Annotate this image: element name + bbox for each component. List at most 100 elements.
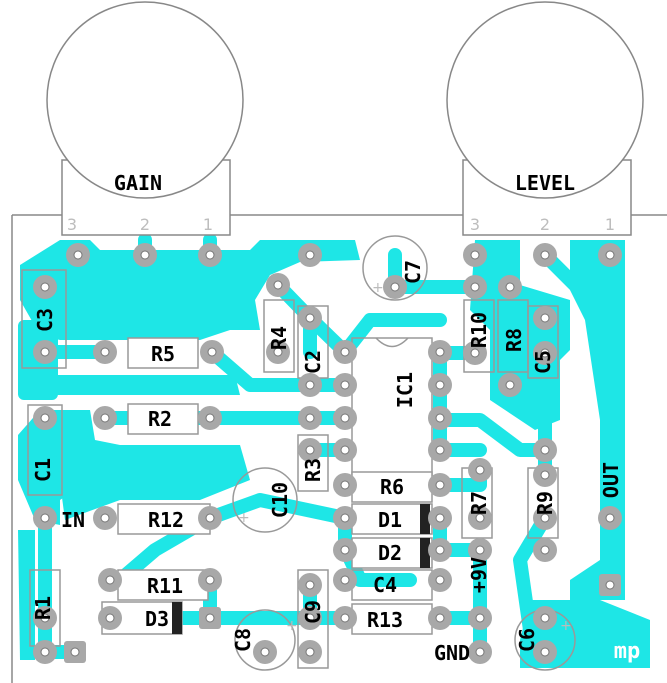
drill-hole	[205, 613, 215, 623]
component-outlines	[21, 235, 576, 671]
label-r3: R3	[301, 458, 325, 482]
drill-hole	[435, 413, 445, 423]
label-d2: D2	[378, 541, 402, 565]
drill-hole	[140, 250, 150, 260]
label-ic1: IC1	[393, 372, 417, 408]
label-c4: C4	[373, 573, 397, 597]
drill-hole	[305, 380, 315, 390]
drill-hole	[40, 347, 50, 357]
label-d1: D1	[378, 508, 402, 532]
label-c9: C9	[301, 600, 325, 624]
drill-hole	[540, 545, 550, 555]
pot-gain-pin2: 2	[140, 215, 150, 234]
drill-hole	[40, 413, 50, 423]
drill-hole	[605, 250, 615, 260]
drill-hole	[273, 280, 283, 290]
svg-text:+: +	[372, 280, 384, 296]
drill-hole	[540, 470, 550, 480]
pot-gain-label: GAIN	[114, 171, 162, 195]
component-labels: C3 R5 R4 C2 C7 R10 R8 C5 IC1 R2 C1 R3 C1…	[31, 260, 557, 652]
drill-hole	[505, 380, 515, 390]
drill-hole	[435, 347, 445, 357]
drill-hole	[605, 580, 615, 590]
ic-notch	[375, 337, 409, 348]
drill-hole	[305, 413, 315, 423]
label-r9: R9	[533, 491, 557, 515]
drill-hole	[540, 348, 550, 358]
label-r8: R8	[502, 328, 526, 352]
polarity-marks: + + + +	[238, 280, 572, 634]
label-c3: C3	[33, 308, 57, 332]
drill-hole	[207, 347, 217, 357]
label-c10: C10	[268, 482, 292, 518]
pot-level-pin1: 1	[605, 215, 615, 234]
drill-hole	[475, 647, 485, 657]
drill-hole	[475, 545, 485, 555]
drill-hole	[435, 613, 445, 623]
drill-hole	[340, 413, 350, 423]
label-out: OUT	[599, 462, 623, 498]
drill-hole	[305, 445, 315, 455]
drill-hole	[340, 445, 350, 455]
label-r6: R6	[380, 475, 404, 499]
label-c5: C5	[531, 350, 555, 374]
drill-hole	[605, 513, 615, 523]
drill-hole	[340, 347, 350, 357]
connector-labels: IN OUT +9V GND	[61, 462, 623, 665]
label-c1: C1	[31, 458, 55, 482]
drill-hole	[260, 647, 270, 657]
drill-hole	[105, 613, 115, 623]
drill-hole	[305, 647, 315, 657]
pot-level-label: LEVEL	[515, 171, 575, 195]
drill-hole	[205, 513, 215, 523]
drill-hole	[340, 613, 350, 623]
svg-text:+: +	[238, 510, 250, 526]
drill-hole	[305, 250, 315, 260]
drill-hole	[105, 575, 115, 585]
drill-hole	[100, 413, 110, 423]
drill-hole	[475, 465, 485, 475]
label-r11: R11	[147, 574, 183, 598]
drill-hole	[205, 413, 215, 423]
drill-hole	[435, 480, 445, 490]
drill-hole	[470, 348, 480, 358]
label-r13: R13	[367, 608, 403, 632]
pot-level: LEVEL 3 2 1	[446, 1, 644, 236]
label-c8: C8	[231, 628, 255, 652]
drill-hole	[70, 647, 80, 657]
mirrored-text: OJV mp	[240, 544, 640, 664]
drill-hole	[305, 613, 315, 623]
drill-hole	[435, 545, 445, 555]
drill-hole	[73, 250, 83, 260]
label-r4: R4	[267, 326, 291, 350]
pads	[33, 243, 622, 664]
drill-hole	[273, 347, 283, 357]
drill-hole	[435, 445, 445, 455]
mirrored-olv: OJV	[240, 544, 276, 568]
drill-hole	[540, 250, 550, 260]
drill-hole	[435, 575, 445, 585]
label-r2: R2	[148, 407, 172, 431]
label-9v: +9V	[467, 557, 491, 593]
drill-hole	[205, 250, 215, 260]
drill-hole	[340, 480, 350, 490]
label-r1: R1	[31, 596, 55, 620]
pot-gain-pin3: 3	[67, 215, 77, 234]
drill-hole	[340, 513, 350, 523]
label-r10: R10	[467, 312, 491, 348]
drill-hole	[505, 282, 515, 292]
pot-gain-pin1: 1	[203, 215, 213, 234]
svg-text:+: +	[560, 618, 572, 634]
drill-hole	[205, 575, 215, 585]
label-gnd: GND	[434, 641, 470, 665]
label-r12: R12	[148, 508, 184, 532]
drill-hole	[540, 513, 550, 523]
drill-hole	[340, 380, 350, 390]
drill-hole	[540, 313, 550, 323]
drill-hole	[100, 513, 110, 523]
drill-hole	[100, 347, 110, 357]
pot-gain: GAIN 3 2 1	[46, 1, 244, 236]
drill-hole	[475, 613, 485, 623]
drill-hole	[340, 545, 350, 555]
